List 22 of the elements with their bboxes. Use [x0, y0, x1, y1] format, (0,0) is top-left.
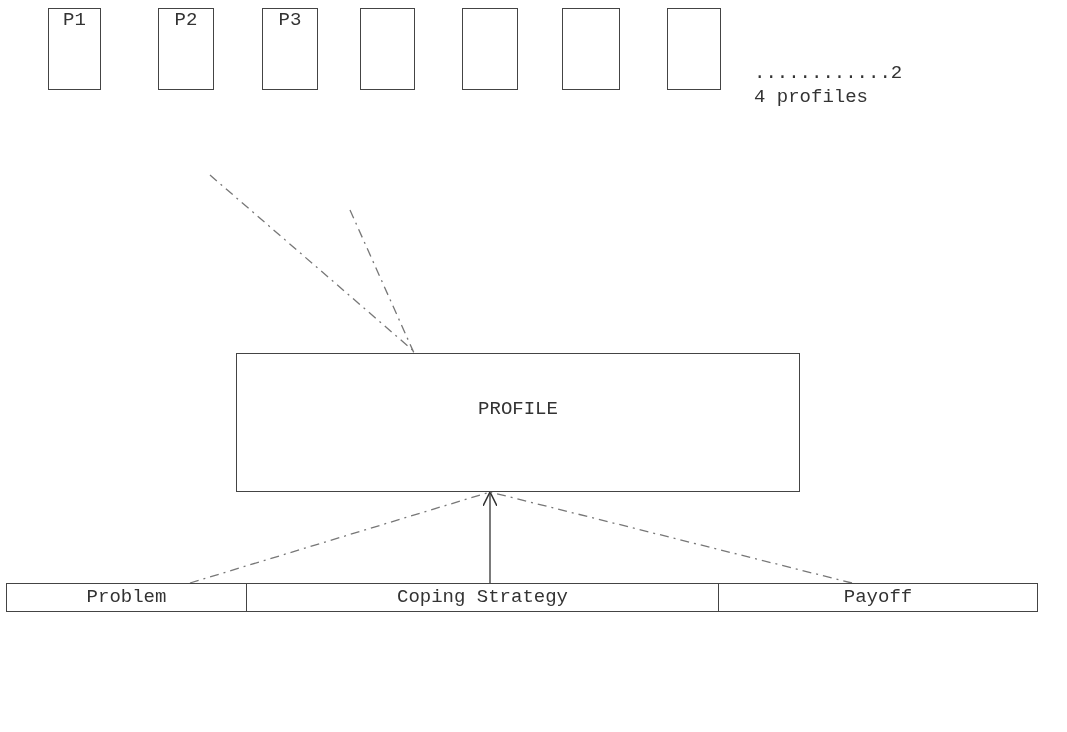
- profile-box: [360, 8, 415, 90]
- node-label: PROFILE: [477, 398, 559, 420]
- profile-box: [158, 8, 214, 90]
- annotation-text: 4 profiles: [754, 86, 869, 108]
- table-cell: [246, 583, 719, 612]
- arrow: [482, 491, 498, 584]
- process-box: [236, 353, 800, 492]
- profile-box: [48, 8, 101, 90]
- table-cell: [6, 583, 247, 612]
- profile-label: P1: [62, 9, 87, 31]
- node-label: Payoff: [842, 586, 914, 608]
- node-label: Problem: [85, 586, 168, 608]
- dotted-count: ............2: [754, 62, 903, 84]
- profile-box: [262, 8, 318, 90]
- profile-label: P2: [173, 9, 199, 31]
- profile-box: [562, 8, 620, 90]
- profile-label: P3: [277, 9, 303, 31]
- table-cell: [718, 583, 1038, 612]
- connector-line: [349, 209, 415, 354]
- profile-box: [667, 8, 721, 90]
- profile-box: [462, 8, 518, 90]
- node-label: Coping Strategy: [396, 586, 569, 608]
